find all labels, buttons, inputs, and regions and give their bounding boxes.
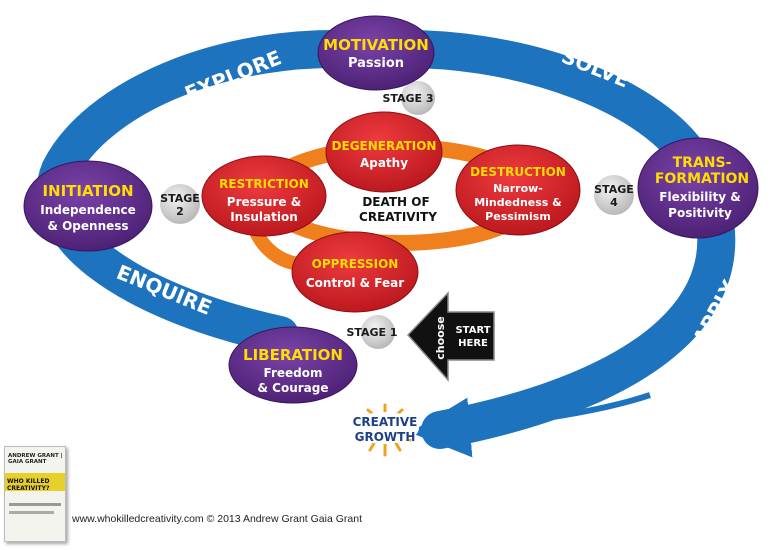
svg-text:Control & Fear: Control & Fear xyxy=(306,276,404,290)
svg-text:STAGE: STAGE xyxy=(160,192,200,205)
creative-growth-burst: CREATIVE GROWTH xyxy=(351,403,419,457)
svg-text:DEATH OF: DEATH OF xyxy=(362,195,429,209)
svg-text:DEGENERATION: DEGENERATION xyxy=(332,139,437,153)
footer-copyright: www.whokilledcreativity.com © 2013 Andre… xyxy=(72,513,362,525)
stage-3-marker: STAGE 3 xyxy=(382,81,435,115)
svg-text:& Openness: & Openness xyxy=(47,219,128,233)
svg-text:Positivity: Positivity xyxy=(668,206,732,220)
svg-text:GROWTH: GROWTH xyxy=(355,430,416,444)
svg-text:FORMATION: FORMATION xyxy=(655,171,749,187)
svg-text:Narrow-: Narrow- xyxy=(493,182,543,195)
stage-restriction: RESTRICTION Pressure & Insulation xyxy=(201,155,327,237)
svg-text:STAGE 1: STAGE 1 xyxy=(346,326,397,339)
svg-text:RESTRICTION: RESTRICTION xyxy=(219,177,309,191)
svg-text:choose: choose xyxy=(434,316,447,359)
svg-text:MOTIVATION: MOTIVATION xyxy=(323,36,429,54)
stage-motivation: MOTIVATION Passion xyxy=(317,15,435,91)
book-text-line xyxy=(9,503,61,506)
svg-text:START: START xyxy=(455,325,490,336)
svg-text:DESTRUCTION: DESTRUCTION xyxy=(470,165,566,179)
stage-liberation: LIBERATION Freedom & Courage xyxy=(228,326,358,404)
svg-text:Mindedness &: Mindedness & xyxy=(474,196,562,209)
svg-text:CREATIVITY: CREATIVITY xyxy=(359,210,437,224)
stage-1-marker: STAGE 1 xyxy=(346,315,398,349)
book-authors: ANDREW GRANT | GAIA GRANT xyxy=(8,453,63,465)
stage-oppression: OPPRESSION Control & Fear xyxy=(291,231,419,313)
svg-text:Insulation: Insulation xyxy=(230,210,298,224)
svg-text:Pessimism: Pessimism xyxy=(485,210,551,223)
svg-text:4: 4 xyxy=(610,196,618,209)
book-title: WHO KILLED CREATIVITY? xyxy=(7,478,50,492)
stage-transformation: TRANS- FORMATION Flexibility & Positivit… xyxy=(637,137,759,239)
svg-text:HERE: HERE xyxy=(458,338,488,349)
stage-degeneration: DEGENERATION Apathy xyxy=(325,111,443,193)
stage-initiation: INITIATION Independence & Openness xyxy=(23,160,153,252)
svg-text:Apathy: Apathy xyxy=(360,156,408,170)
svg-text:Freedom: Freedom xyxy=(264,366,323,380)
stage-2-marker: STAGE 2 xyxy=(160,184,200,224)
stage-destruction: DESTRUCTION Narrow- Mindedness & Pessimi… xyxy=(455,144,581,236)
svg-text:STAGE 3: STAGE 3 xyxy=(382,92,433,105)
svg-text:INITIATION: INITIATION xyxy=(42,182,133,200)
svg-text:STAGE: STAGE xyxy=(594,183,634,196)
svg-text:Passion: Passion xyxy=(348,56,404,71)
svg-text:Flexibility &: Flexibility & xyxy=(659,190,740,204)
death-of-creativity-label: DEATH OF CREATIVITY xyxy=(359,195,437,224)
start-here-arrow: choose START HERE xyxy=(406,291,495,382)
svg-text:TRANS-: TRANS- xyxy=(673,155,732,171)
book-title-band: WHO KILLED CREATIVITY? xyxy=(5,473,65,492)
svg-text:& Courage: & Courage xyxy=(258,381,329,395)
svg-text:OPPRESSION: OPPRESSION xyxy=(312,257,399,271)
svg-text:Pressure &: Pressure & xyxy=(227,195,301,209)
stage-4-marker: STAGE 4 xyxy=(594,175,634,215)
book-text-line xyxy=(9,511,54,514)
svg-text:LIBERATION: LIBERATION xyxy=(243,346,343,364)
svg-text:2: 2 xyxy=(176,205,184,218)
svg-text:Independence: Independence xyxy=(40,203,136,217)
svg-text:CREATIVE: CREATIVE xyxy=(353,415,418,429)
book-cover-image: ANDREW GRANT | GAIA GRANT WHO KILLED CRE… xyxy=(4,446,66,542)
